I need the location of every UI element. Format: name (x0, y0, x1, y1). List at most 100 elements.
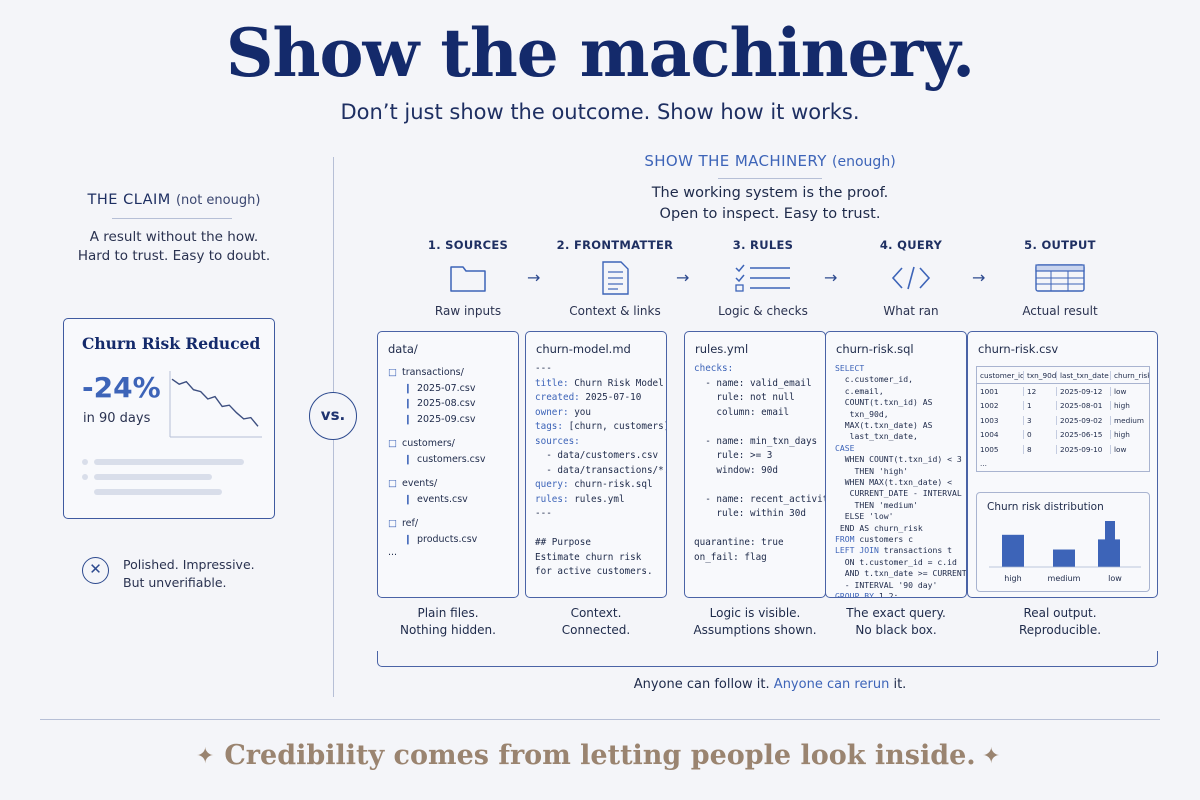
code-text: customers c (854, 534, 913, 544)
tree-file[interactable]: ❙2025-08.csv (404, 398, 475, 409)
table-cell: low (1110, 386, 1149, 396)
tree-folder[interactable]: □events/ (388, 478, 437, 489)
table-cell: 1 (1023, 401, 1056, 411)
code-text: window: 90d (694, 464, 778, 476)
code-line: rules: rules.yml (535, 494, 625, 505)
machinery-heading-label: SHOW THE MACHINERY (644, 152, 827, 170)
code-line: checks: (694, 363, 733, 374)
code-keyword: tags: (535, 421, 563, 432)
output-card: churn-risk.csv customer_id txn_90d last_… (967, 331, 1158, 598)
tree-label: events.csv (416, 493, 468, 505)
file-icon: ❙ (404, 413, 412, 425)
close-circle-icon: ✕ (82, 557, 109, 584)
follow-prefix: Anyone can follow it. (633, 677, 770, 692)
code-text: on_fail: flag (694, 551, 767, 563)
code-text: WHEN COUNT(t.txn_id) < 3 (835, 454, 962, 465)
table-cell: high (1110, 430, 1149, 440)
tree-label: 2025-08.csv (416, 398, 476, 409)
follow-highlight: Anyone can rerun (773, 677, 890, 692)
code-line: rule: >= 3 (694, 450, 772, 461)
tree-folder[interactable]: □customers/ (388, 438, 455, 449)
code-line: - name: valid_email (694, 377, 812, 389)
flow-arrow: → (676, 268, 690, 287)
table-cell: 0 (1023, 430, 1056, 440)
code-keyword: LEFT JOIN (835, 545, 879, 556)
page-title: Show the machinery. (225, 14, 975, 92)
tree-folder[interactable]: □ ref/ (388, 518, 418, 529)
table-cell: low (1110, 444, 1149, 454)
code-text: MAX(t.txn_date) AS (835, 420, 933, 430)
caption-line: Logic is visible. (709, 606, 801, 620)
code-line: --- (535, 508, 552, 519)
machinery-desc-line2: Open to inspect. Easy to trust. (659, 206, 881, 222)
code-line: END AS churn_risk (835, 523, 923, 533)
code-line: - name: min_txn_days (694, 436, 817, 447)
code-keyword: query: (535, 479, 569, 490)
table-header-cell: last_txn_date (1056, 370, 1110, 380)
vs-badge: vs. (309, 392, 357, 440)
table-cell: 1002 (980, 401, 999, 411)
rules-card: rules.yml checks: - name: valid_email ru… (684, 331, 826, 598)
caption-line: Context. (570, 606, 622, 620)
step-title-query: 4. QUERY (879, 238, 943, 252)
code-text: rule: >= 3 (694, 450, 773, 461)
unverified-line2: But unverifiable. (123, 575, 227, 590)
code-text: Estimate churn risk (535, 551, 642, 563)
code-line: CASE (835, 443, 855, 453)
folder-icon: □ (388, 438, 397, 449)
code-text: - name: valid_email (694, 377, 812, 389)
tree-file[interactable]: ❙events.csv (404, 494, 468, 505)
code-line: rule: within 30d (694, 508, 806, 519)
table-cell: 2025-09-12 (1056, 386, 1110, 396)
code-line: sources: (535, 436, 580, 447)
tree-label: ref/ (401, 518, 419, 529)
tree-folder[interactable]: □transactions/ (388, 367, 464, 378)
code-keyword: FROM (835, 534, 855, 544)
code-line: ## Purpose (535, 537, 591, 548)
caption-rules: Logic is visible. Assumptions shown. (675, 605, 835, 639)
folder-icon (394, 260, 542, 296)
code-line: - INTERVAL '90 day' (835, 579, 938, 590)
code-text: THEN 'medium' (835, 499, 918, 510)
code-text: COUNT(t.txn_id) AS (835, 397, 933, 408)
folder-icon: □ (388, 518, 397, 529)
claim-heading-label: THE CLAIM (87, 192, 171, 208)
table-cell: 1001 (980, 386, 999, 396)
card-title: Churn Risk Reduced (82, 334, 261, 353)
folder-icon: □ (388, 367, 397, 378)
follow-suffix: it. (893, 677, 907, 692)
table-header-cell: churn_risk (1110, 370, 1149, 380)
claim-heading: THE CLAIM (not enough) (60, 192, 288, 208)
tree-file[interactable]: ❙2025-09.csv (404, 414, 475, 425)
code-keyword: sources: (535, 435, 580, 447)
skeleton-dot (82, 459, 88, 465)
tree-label: products.csv (416, 533, 478, 545)
code-line: tags: [churn, customers] (535, 421, 666, 432)
claim-heading-note: (not enough) (175, 193, 261, 208)
checklist-icon (689, 260, 837, 296)
code-line: AND t.txn_date >= CURRENT_DATE (835, 568, 966, 578)
tree-file[interactable]: ❙customers.csv (404, 454, 485, 465)
code-text: THEN 'high' (835, 465, 909, 476)
tree-file[interactable]: ❙2025-07.csv (404, 383, 475, 394)
page-subtitle: Don’t just show the outcome. Show how it… (340, 100, 860, 124)
code-text: ON t.customer_id = c.id (835, 556, 957, 567)
skeleton-line (94, 474, 212, 480)
tree-file[interactable]: ❙products.csv (404, 534, 477, 545)
code-text: - INTERVAL '90 day' (835, 579, 938, 590)
code-line: WHEN COUNT(t.txn_id) < 3 (835, 454, 962, 464)
table-cell: 1005 (980, 444, 999, 454)
code-line: created: 2025-07-10 (535, 392, 641, 403)
sources-card: data/ □transactions/❙2025-07.csv❙2025-08… (377, 331, 519, 598)
rules-filename: rules.yml (695, 342, 749, 356)
code-line: column: email (694, 407, 789, 418)
caption-sources: Plain files.Nothing hidden. (377, 605, 519, 639)
document-icon (541, 260, 689, 296)
table-cell: 2025-09-10 (1056, 444, 1110, 454)
follow-line: Anyone can follow it. Anyone can rerun i… (380, 677, 1160, 692)
code-line: - data/customers.csv (535, 450, 658, 461)
caption-line: Assumptions shown. (693, 623, 817, 637)
code-keyword: rules: (535, 493, 569, 505)
claim-divider (112, 218, 232, 219)
